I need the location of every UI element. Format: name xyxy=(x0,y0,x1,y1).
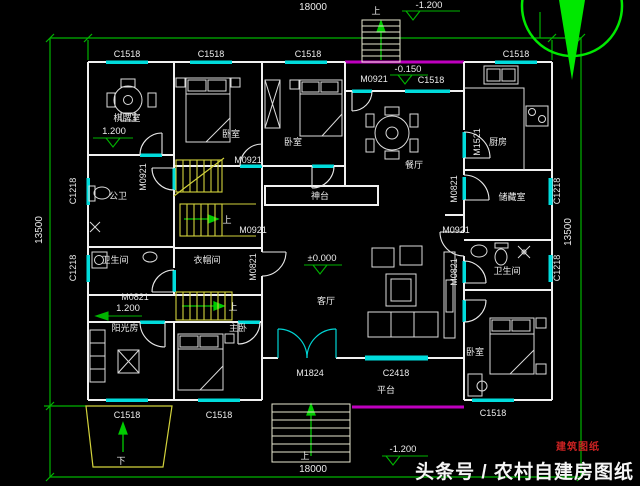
level-terrace: -0.150 xyxy=(395,64,422,75)
room-label-bedroom-br: 卧室 xyxy=(466,346,484,357)
room-label-platform: 平台 xyxy=(377,384,395,395)
door-threshold xyxy=(172,270,176,292)
entrance-ramp xyxy=(85,405,173,468)
window-c1218-right1 xyxy=(548,178,553,205)
stair-up-label-top: 上 xyxy=(371,6,380,16)
stair-up-label-upper-flight: 上 xyxy=(222,215,231,225)
stair-up-label-lower-flight: 上 xyxy=(228,302,237,312)
room-label-master: 主卧 xyxy=(229,322,247,333)
door-threshold xyxy=(140,153,162,157)
label-c1518: C1518 xyxy=(503,49,530,59)
label-c1518: C1518 xyxy=(206,410,233,420)
label-m0921: M0921 xyxy=(138,163,148,191)
label-c1518: C1518 xyxy=(418,75,445,85)
label-m0821: M0821 xyxy=(449,258,459,286)
dim-bottom: 18000 xyxy=(299,464,327,475)
level-zero: ±0.000 xyxy=(308,253,337,264)
label-c1218: C1218 xyxy=(552,178,562,205)
room-label-chess: 棋牌室 xyxy=(113,112,140,123)
room-label-dining: 餐厅 xyxy=(405,159,423,170)
label-c1218: C1218 xyxy=(552,255,562,282)
tree-icon xyxy=(520,0,624,80)
window-c1218-right2 xyxy=(548,255,553,282)
label-m0821: M0821 xyxy=(449,175,459,203)
label-m1824: M1824 xyxy=(296,368,324,378)
window-c1518-top3 xyxy=(285,60,327,64)
door-threshold xyxy=(352,89,372,93)
room-label-living: 客厅 xyxy=(317,295,335,306)
label-m0821: M0821 xyxy=(248,253,258,281)
room-label-bathroom-left: 卫生间 xyxy=(101,254,128,265)
door-threshold xyxy=(462,300,466,322)
door-threshold xyxy=(462,177,466,200)
watermark-text: 头条号 / 农村自建房图纸 xyxy=(415,460,634,483)
exterior-stair-top xyxy=(361,19,401,63)
label-m0921: M0921 xyxy=(239,225,267,235)
door-threshold-m1521 xyxy=(462,132,466,158)
room-label-bedroom1: 卧室 xyxy=(222,128,240,139)
window-c1518-bottom1 xyxy=(106,398,148,402)
room-label-bathroom-right: 卫生间 xyxy=(493,265,520,276)
label-c1518: C1518 xyxy=(114,49,141,59)
door-threshold xyxy=(462,261,466,283)
window-c1218-left2 xyxy=(86,255,90,282)
room-label-sunroom: 阳光房 xyxy=(111,322,138,333)
door-threshold xyxy=(240,164,262,168)
window-c1218-left1 xyxy=(86,178,90,205)
red-stamp: 建筑图纸 xyxy=(555,440,600,453)
label-m0921: M0921 xyxy=(234,155,262,165)
room-label-bedroom2: 卧室 xyxy=(284,136,302,147)
label-c1518: C1518 xyxy=(295,49,322,59)
door-threshold xyxy=(172,168,176,190)
room-label-kitchen: 厨房 xyxy=(489,136,507,147)
room-label-altar: 神台 xyxy=(311,190,329,201)
door-threshold xyxy=(238,320,260,324)
window-c1518-top2 xyxy=(190,60,232,64)
label-m0921: M0921 xyxy=(360,74,388,84)
stair-down-label-ramp: 下 xyxy=(116,456,125,466)
label-c1218: C1218 xyxy=(68,255,78,282)
furniture xyxy=(88,65,549,397)
room-label-guest-toilet: 公卫 xyxy=(109,191,127,201)
dim-right: 13500 xyxy=(563,218,574,246)
label-c1518: C1518 xyxy=(480,408,507,418)
window-c1518-top1 xyxy=(106,60,148,64)
level-bottom: -1.200 xyxy=(390,444,417,455)
window-strips xyxy=(86,60,553,402)
dim-left: 13500 xyxy=(34,216,45,244)
level-chess-room: 1.200 xyxy=(102,126,126,137)
entrance-door-arcs xyxy=(277,328,337,359)
label-m1521: M1521 xyxy=(472,128,482,156)
window-c1518-dining xyxy=(405,89,450,93)
interior-stair-lower xyxy=(175,291,233,321)
window-c2418 xyxy=(365,355,428,361)
label-c1218: C1218 xyxy=(68,178,78,205)
window-c1518-bottom3 xyxy=(472,398,514,402)
exterior-stair-bottom xyxy=(271,403,351,463)
label-c1518: C1518 xyxy=(198,49,225,59)
door-threshold xyxy=(312,164,334,168)
level-corridor: 1.200 xyxy=(116,303,140,314)
room-label-cloakroom: 衣帽间 xyxy=(193,254,220,265)
window-c1518-kitchen xyxy=(495,60,537,64)
label-m0821: M0821 xyxy=(121,292,149,302)
interior-stair-upper xyxy=(173,157,256,237)
window-c1518-bottom2 xyxy=(198,398,240,402)
label-c1518: C1518 xyxy=(114,410,141,420)
door-threshold xyxy=(140,320,165,324)
label-c2418: C2418 xyxy=(383,368,410,378)
label-m0921: M0921 xyxy=(442,225,470,235)
level-markers xyxy=(93,10,460,466)
room-label-storage: 储藏室 xyxy=(498,191,525,202)
door-arcs xyxy=(139,90,491,348)
stair-up-label-entrance: 上 xyxy=(300,451,309,461)
level-top: -1.200 xyxy=(416,0,443,11)
dim-top: 18000 xyxy=(299,2,327,13)
